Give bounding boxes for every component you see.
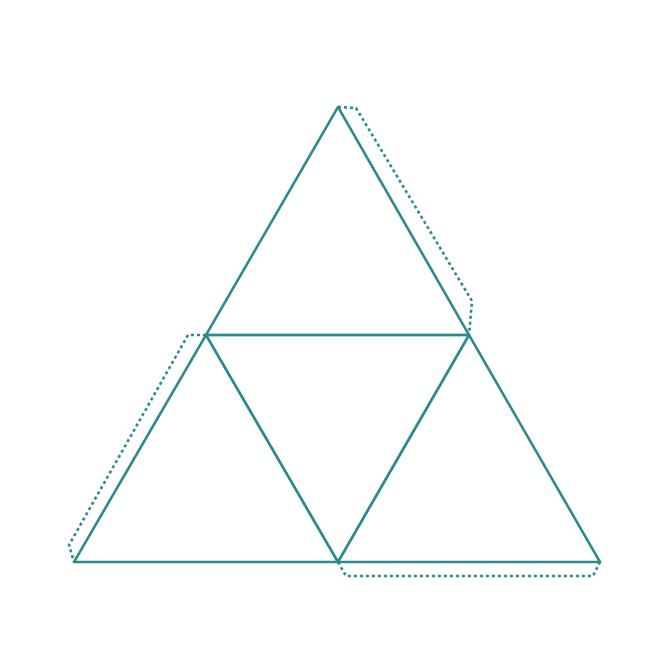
left-face <box>72 333 340 564</box>
left-tab <box>67 333 206 563</box>
top-right-tab <box>337 105 474 336</box>
bottom-tab <box>336 561 602 578</box>
net-faces <box>72 105 602 564</box>
center-face <box>204 333 471 564</box>
glue-tabs <box>67 105 602 578</box>
right-face <box>336 333 602 564</box>
top-face <box>204 105 471 337</box>
